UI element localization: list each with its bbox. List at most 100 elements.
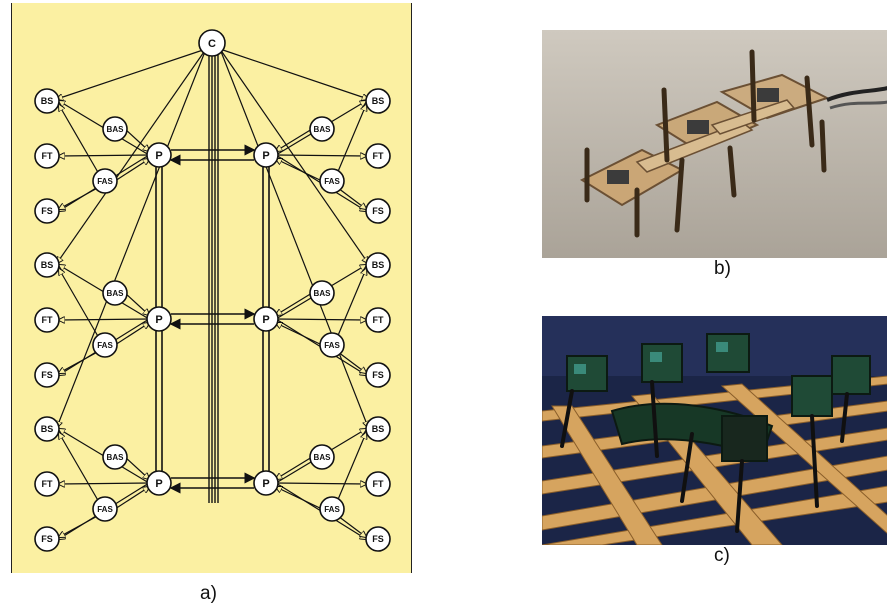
fas-to-bs-line [59,269,104,346]
node-fs-right-1: FS [365,362,391,388]
c-to-bs-line [57,48,207,263]
bas-to-p-line [276,292,313,315]
node-fas-left-2: FAS [92,496,118,522]
node-p-left-1: P [146,306,172,332]
node-fs-right-0-label: FS [372,206,384,216]
green-hexapod-robot-on-wooden-slats-photo [542,316,887,545]
node-fs-left-0-label: FS [41,206,53,216]
c-to-bs-line [57,48,207,99]
node-bas-right-1-label: BAS [314,289,332,298]
node-p-right-1-label: P [262,314,269,326]
node-ft-left-1-label: FT [42,315,53,325]
caption-c: c) [714,545,730,566]
node-ft-right-1-circle [365,307,391,333]
node-fas-right-1: FAS [319,332,345,358]
c-to-bs-line [219,48,368,427]
node-bs-left-0-circle [34,88,60,114]
node-p-left-2-label: P [155,478,162,490]
p-to-leg-line [275,483,366,484]
node-fas-left-2-label: FAS [97,505,113,514]
node-fs-left-0: FS [34,198,60,224]
fas-to-p-line [276,487,323,510]
fas-to-bs-line [59,105,104,182]
node-bas-left-1-label: BAS [107,289,125,298]
node-fas-left-2-circle [92,496,118,522]
node-bas-right-2: BAS [309,444,335,470]
node-bas-left-0-circle [102,116,128,142]
node-ft-left-0: FT [34,143,60,169]
fas-to-bs-line [333,105,366,182]
node-bas-left-1: BAS [102,280,128,306]
node-bs-right-2-circle [365,416,391,442]
node-ft-right-2-circle [365,471,391,497]
node-fs-left-2-circle [34,526,60,552]
node-fas-right-1-label: FAS [324,341,340,350]
bas-to-p-line [124,292,149,315]
node-p-left-2: P [146,470,172,496]
node-fas-left-1-circle [92,332,118,358]
node-fs-right-2-circle [365,526,391,552]
node-fas-right-0-label: FAS [324,177,340,186]
node-fas-right-2: FAS [319,496,345,522]
node-bas-left-2-label: BAS [107,453,125,462]
fas-to-p-line [276,323,323,346]
node-bas-right-1: BAS [309,280,335,306]
node-bas-right-0-label: BAS [314,125,332,134]
node-fs-right-0-circle [365,198,391,224]
node-bas-right-2-label: BAS [314,453,332,462]
c-to-bs-line [219,48,368,263]
node-p-right-2-label: P [262,478,269,490]
node-bs-left-2: BS [34,416,60,442]
node-p-right-0: P [253,142,279,168]
node-fs-left-1: FS [34,362,60,388]
node-bs-left-1-label: BS [41,260,54,270]
c-to-bs-line [219,48,368,99]
p-to-leg-line [275,319,366,320]
node-fs-left-0-circle [34,198,60,224]
node-fas-left-0-circle [92,168,118,194]
node-fs-left-2-label: FS [41,534,53,544]
node-p-right-0-label: P [262,150,269,162]
node-ft-right-1-label: FT [373,315,384,325]
node-bs-left-1-circle [34,252,60,278]
node-fs-right-1-circle [365,362,391,388]
c-to-bs-line [57,48,207,427]
node-bs-right-1-label: BS [372,260,385,270]
node-fs-left-2: FS [34,526,60,552]
node-bs-right-0: BS [365,88,391,114]
node-bas-left-1-circle [102,280,128,306]
node-bas-left-0-label: BAS [107,125,125,134]
node-fs-right-1-label: FS [372,370,384,380]
node-ft-left-2-label: FT [42,479,53,489]
node-ft-left-0-label: FT [42,151,53,161]
node-bs-left-2-circle [34,416,60,442]
p-to-leg-line [59,155,150,156]
node-bas-left-0: BAS [102,116,128,142]
bas-to-p-line [276,456,313,479]
node-p-left-1-label: P [155,314,162,326]
node-fs-left-1-label: FS [41,370,53,380]
p-to-leg-line [59,483,150,484]
node-bas-right-1-circle [309,280,335,306]
node-bs-right-2: BS [365,416,391,442]
node-p-right-0-circle [253,142,279,168]
node-fs-right-2: FS [365,526,391,552]
node-ft-left-2: FT [34,471,60,497]
node-fas-left-0-label: FAS [97,177,113,186]
p-to-leg-line [275,155,366,156]
node-bas-right-0: BAS [309,116,335,142]
node-bas-left-2: BAS [102,444,128,470]
node-fs-right-0: FS [365,198,391,224]
node-fas-right-0-circle [319,168,345,194]
node-fs-right-2-label: FS [372,534,384,544]
node-bas-right-0-circle [309,116,335,142]
node-ft-right-0-circle [365,143,391,169]
node-bs-right-1-circle [365,252,391,278]
bas-to-p-line [124,456,149,479]
node-ft-right-1: FT [365,307,391,333]
caption-b: b) [714,258,731,279]
node-bs-right-0-label: BS [372,96,385,106]
node-central-circle [198,29,226,57]
node-bas-left-2-circle [102,444,128,470]
node-fas-left-1: FAS [92,332,118,358]
